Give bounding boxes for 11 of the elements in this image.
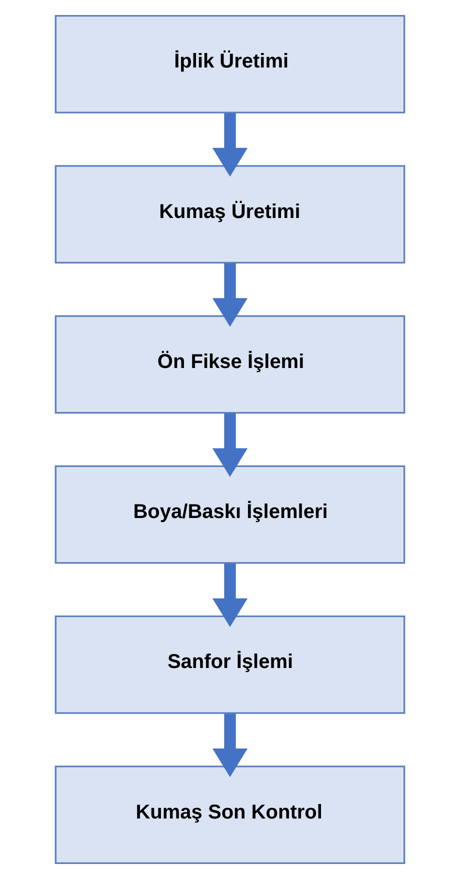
- node-box: Boya/Baskı İşlemleri: [54, 465, 406, 564]
- node-box: İplik Üretimi: [54, 14, 406, 114]
- arrow: [212, 263, 248, 327]
- node-box: Sanfor İşlemi: [54, 616, 406, 714]
- node-box: Ön Fikse İşlemi: [54, 315, 406, 414]
- arrow: [212, 564, 248, 628]
- arrow: [212, 413, 248, 477]
- arrow: [212, 113, 248, 177]
- arrow: [212, 714, 248, 778]
- node-box: Kumaş Üretimi: [54, 165, 406, 264]
- node-box: Kumaş Son Kontrol: [54, 766, 406, 864]
